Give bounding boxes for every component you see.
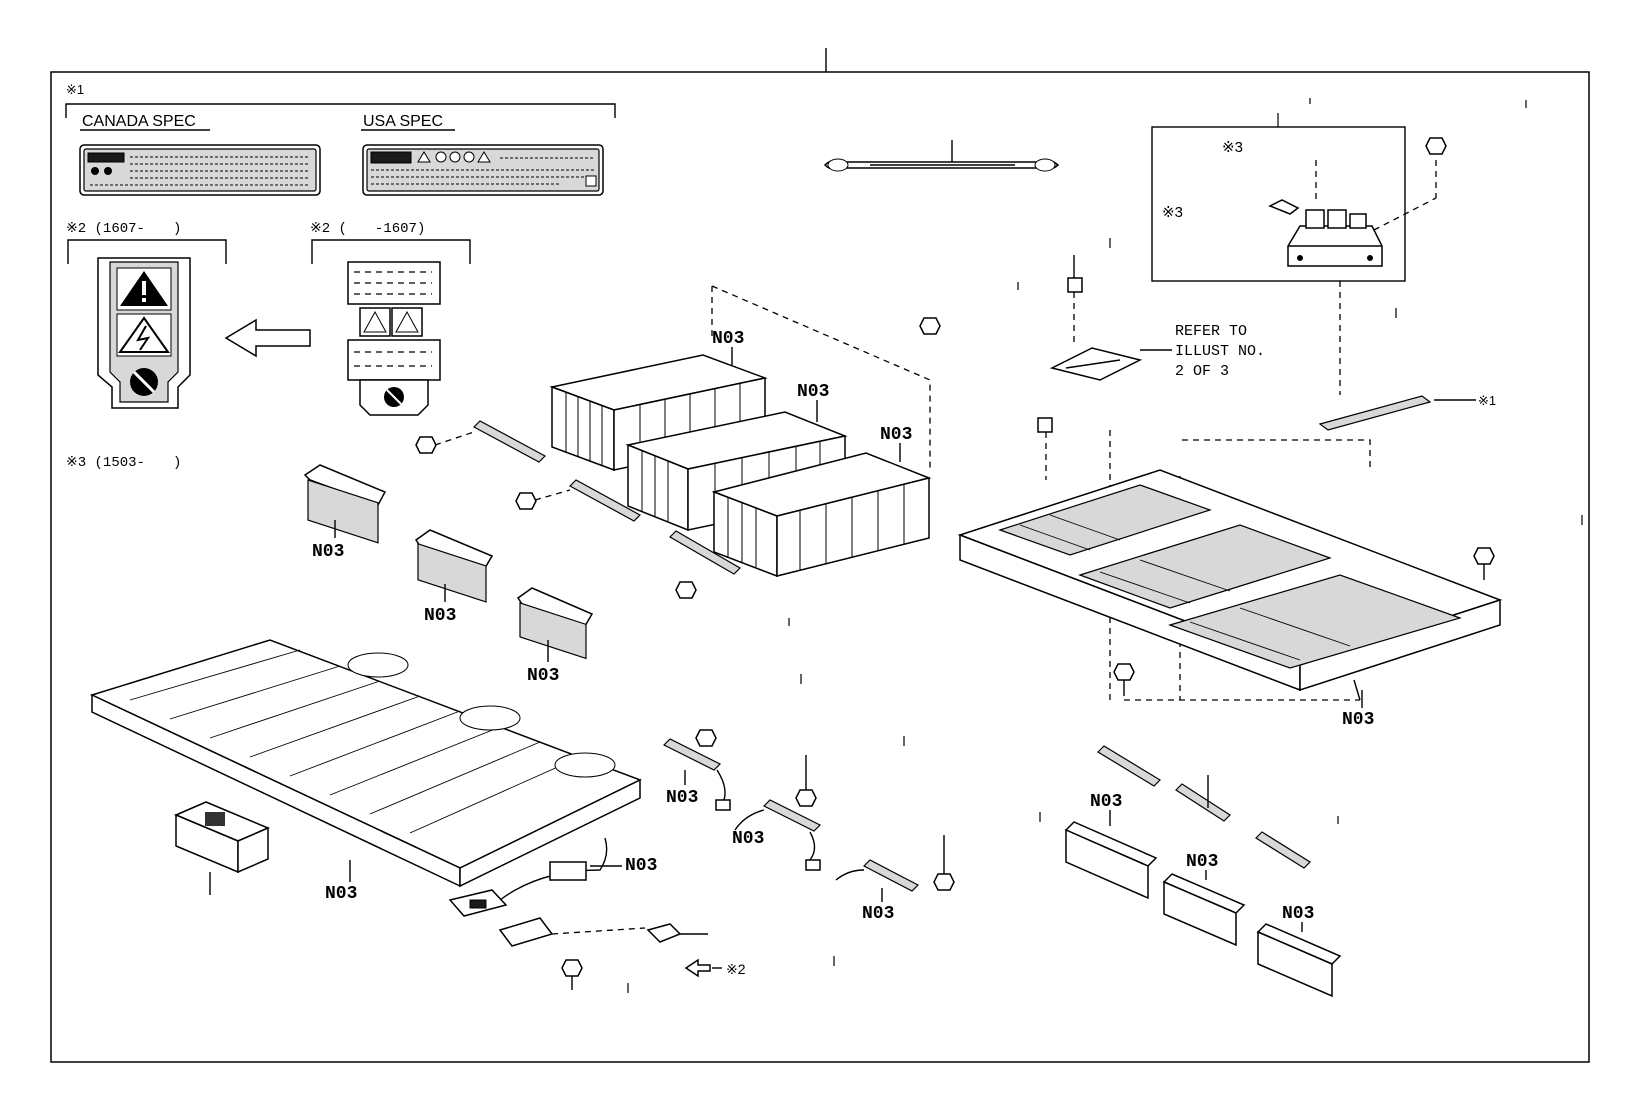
wire-harness <box>662 729 731 811</box>
new-caution-label <box>97 257 191 409</box>
note2-to-label: ※2 ( -1607) <box>310 221 425 237</box>
note2-ref-label: ※2 <box>726 961 746 977</box>
module-cover <box>414 529 494 603</box>
connector-harness <box>448 837 708 990</box>
wire-harness <box>835 835 955 892</box>
part-code: N03 <box>625 856 657 876</box>
small-bracket <box>1268 160 1317 215</box>
nut <box>919 317 941 335</box>
part-code: N03 <box>325 884 357 904</box>
part-code: N03 <box>880 425 912 445</box>
side-cover <box>1162 873 1246 947</box>
gasket-bar <box>1255 831 1311 869</box>
refer-text-1: REFER TO <box>1175 323 1247 340</box>
dashed-outline <box>711 285 931 470</box>
junction-block <box>1287 209 1383 267</box>
seal-strip: ※1 <box>1318 393 1496 431</box>
gasket-bar <box>1097 745 1161 787</box>
usa-spec-label: USA SPEC <box>363 113 443 130</box>
refer-text-2: ILLUST NO. <box>1175 343 1265 360</box>
note1-mark: ※1 <box>66 82 84 97</box>
part-code: N03 <box>424 606 456 626</box>
note3-box-label-a: ※3 <box>1222 139 1243 156</box>
note2-arrow: ※2 <box>684 958 746 978</box>
note2-from-label: ※2 (1607- ) <box>66 221 181 237</box>
note1-ref-label: ※1 <box>1478 393 1496 408</box>
connection-bar <box>823 140 1060 172</box>
spacer-block <box>174 801 270 895</box>
canada-caution-label <box>79 144 321 196</box>
left-arrow-icon <box>224 318 311 358</box>
gasket-bar <box>1175 775 1231 822</box>
clip <box>1037 417 1053 480</box>
side-cover <box>1256 923 1342 998</box>
part-code: N03 <box>527 666 559 686</box>
diagram-frame <box>50 71 1590 1063</box>
note3-box-label-b: ※3 <box>1162 204 1183 221</box>
part-code: N03 <box>1090 792 1122 812</box>
part-code: N03 <box>862 904 894 924</box>
part-code: N03 <box>797 382 829 402</box>
refer-text-3: 2 OF 3 <box>1175 363 1229 380</box>
part-code: N03 <box>312 542 344 562</box>
canada-spec-label: CANADA SPEC <box>82 113 196 130</box>
cover-plate <box>1049 347 1143 381</box>
bus-bar <box>415 420 546 463</box>
bolt <box>1473 547 1495 580</box>
module-cover <box>516 587 594 660</box>
part-code: N03 <box>1342 710 1374 730</box>
nut <box>1425 137 1447 155</box>
bus-bar <box>669 530 741 599</box>
upper-tray <box>957 469 1503 692</box>
part-code-callouts: N03 N03 N03 N03 N03 N03 N03 N03 N03 N03 … <box>312 329 1374 932</box>
old-caution-label <box>347 261 441 416</box>
bolt <box>1113 663 1135 696</box>
side-cover <box>1064 821 1158 900</box>
note3-range-label: ※3 (1503- ) <box>66 455 181 471</box>
part-code: N03 <box>712 329 744 349</box>
electric-shock-icon <box>118 316 170 353</box>
bus-bar <box>515 479 641 522</box>
battery-module-3 <box>711 452 932 578</box>
part-code: N03 <box>1186 852 1218 872</box>
wire-harness <box>734 755 822 871</box>
module-cover <box>303 464 387 544</box>
part-code: N03 <box>732 829 764 849</box>
part-code: N03 <box>1282 904 1314 924</box>
battery-tray <box>89 639 642 888</box>
part-code: N03 <box>666 788 698 808</box>
usa-danger-label <box>362 144 604 196</box>
clip <box>1067 255 1083 345</box>
